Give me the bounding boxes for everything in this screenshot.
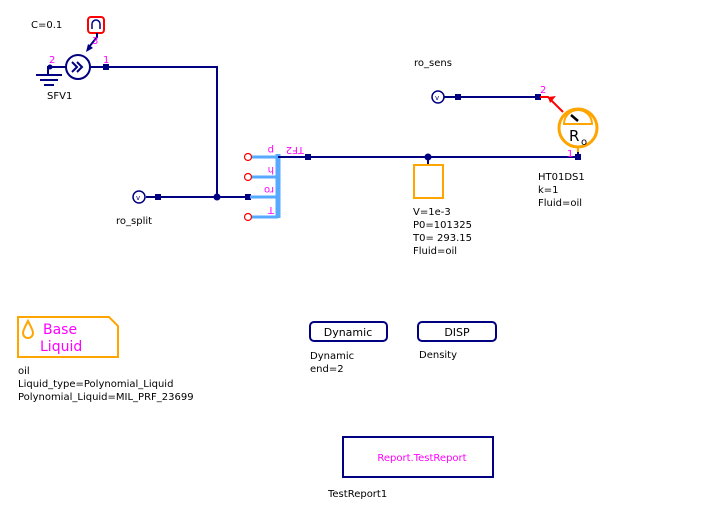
base-liquid-component[interactable]: Base Liquid oil Liquid_type=Polynomial_L… [17,316,194,403]
wire[interactable] [90,66,218,197]
source-symbol: v [435,94,439,102]
port-t-circle[interactable] [243,212,253,222]
sensor-name: HT01DS1 [538,172,585,183]
ro-sens-source[interactable]: ro_sens v [414,58,452,104]
port-label-ro: ro [264,184,274,195]
pin-label-1: 1 [567,149,573,160]
report-label: Report.TestReport [377,453,466,464]
disp-component[interactable]: DISP Density [417,321,497,361]
disp-button-label: DISP [444,326,470,339]
liquid-title: Liquid [40,339,82,355]
pin-label-1: 1 [103,55,109,66]
liquid-param: Polynomial_Liquid=MIL_PRF_23699 [18,392,194,403]
port-label-h: h [268,164,274,175]
control-arrow [88,33,98,48]
source-symbol: v [136,194,140,202]
ro-split-name: ro_split [116,216,152,227]
ground-icon [36,74,62,86]
sfv1-name: SFV1 [47,91,72,102]
sensor-param: k=1 [538,185,559,196]
volume-param: V=1e-3 [413,207,451,218]
dynamic-component[interactable]: Dynamic Dynamic end=2 [309,321,388,375]
tf2-component[interactable]: p h ro T TF2 [243,144,306,222]
report-component[interactable]: Report.TestReport TestReport1 [327,436,494,500]
liquid-title: Base [43,322,77,338]
port-h-circle[interactable] [243,172,253,182]
liquid-param: oil [18,366,30,377]
volume-param: Fluid=oil [413,246,457,257]
liquid-param: Liquid_type=Polynomial_Liquid [18,379,173,390]
sensor-component[interactable]: 2 1 R o HT01DS1 k=1 Fluid=oil [538,85,599,209]
dynamic-param: end=2 [310,364,344,375]
droplet-icon [21,318,35,339]
disp-param: Density [419,350,457,361]
tf2-name: TF2 [286,144,305,155]
pin-label-2: 2 [49,55,55,66]
port-label-t: T [267,204,275,215]
dynamic-button[interactable] [309,321,388,342]
ro-sens-name: ro_sens [414,58,452,69]
port-label-p: p [268,144,274,155]
dynamic-button-label: Dynamic [324,326,373,339]
sensor-param: Fluid=oil [538,198,582,209]
pin-label-3: 3 [92,36,98,47]
report-name: TestReport1 [327,489,387,500]
pin-label-2: 2 [540,85,546,96]
sfv1-param: C=0.1 [31,20,62,31]
sensor-subscript: o [581,137,587,148]
sensor-symbol: R [569,127,579,145]
volume-param: P0=101325 [413,220,472,231]
volume-component[interactable]: V=1e-3 P0=101325 T0= 293.15 Fluid=oil [412,164,472,257]
volume-param: T0= 293.15 [412,233,472,244]
port-p-circle[interactable] [243,152,253,162]
ro-split-source[interactable]: v ro_split [116,190,152,227]
disp-button[interactable] [417,321,497,342]
junction [213,193,221,201]
control-port-icon [91,19,101,29]
sfv1-component[interactable]: C=0.1 3 2 1 SFV1 [31,16,109,102]
dynamic-param: Dynamic [310,351,354,362]
